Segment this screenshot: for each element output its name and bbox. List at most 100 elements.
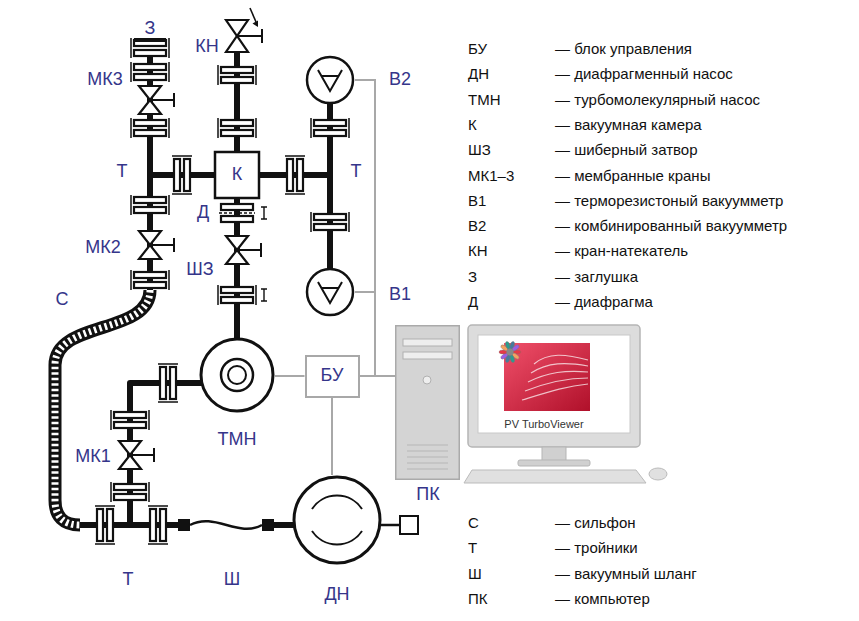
vacuum-hose [190,521,262,529]
pump-circle [294,477,380,563]
valve-handle [150,238,174,252]
blank-cap [134,38,166,42]
flange-clamp [311,212,349,232]
flange-clamp [111,482,149,502]
vent-slot [407,450,448,451]
flange [131,270,169,290]
logo-streak [531,364,588,373]
flange-plate [174,159,180,191]
flange [131,62,169,82]
diaphragm-pump: ДН [292,475,382,565]
flange [148,506,168,544]
flange-clamp [131,270,169,290]
node-outline [395,325,460,480]
part-label: Д [197,203,209,223]
flange-clamp [131,195,169,215]
flange-plate [134,50,166,56]
key-description: — тройники [555,540,638,557]
vent-slot [407,444,448,445]
flange-clamp [148,506,168,544]
membrane-valve [119,441,154,469]
membrane-valve [139,231,174,259]
diaphragm-plate [221,204,253,210]
vent-slot [407,462,448,463]
key-abbreviation: КН [468,243,488,260]
flange [95,506,115,544]
part-label: Т [117,162,128,182]
flange [131,195,169,215]
valve-handle [237,29,262,43]
flange-plate [107,509,113,541]
node-label: ТМН [218,430,257,450]
flange-plate [221,120,253,126]
flange-plate [134,282,166,288]
mouse [649,468,667,480]
flange-clamp [218,285,256,305]
signal-wire [331,398,333,476]
computer: ПК [395,325,460,480]
flange-clamp [95,506,115,544]
flange-plate [114,494,146,500]
key-abbreviation: ТМН [468,91,501,108]
part-label: МК1 [75,447,111,467]
logo-streak [525,378,588,391]
signal-wire [275,375,305,377]
node-outline [305,267,355,317]
flange [131,118,169,138]
flange-plate [114,422,146,428]
monitor-screen [478,335,630,433]
leak-arrow [250,8,256,22]
flange-clamp [131,62,169,82]
leak-arrow-head [253,21,259,28]
flange-plate [221,287,253,293]
gauge-circle [307,269,353,315]
flange-plate [314,214,346,220]
drive-bay [403,352,452,359]
key-description: — турбомолекулярный насос [555,91,760,108]
valve-handle [237,243,261,257]
signal-wire [355,80,375,376]
clamp-mark [261,207,267,219]
vent-slot [407,456,448,457]
flange-plate [160,509,166,541]
valve-triangle [226,236,248,250]
leak-valve-triangle [226,20,248,36]
key-description: — диафрагменный насос [555,66,733,83]
flange [111,410,149,430]
valve-triangle [139,231,161,245]
software-logo [504,343,590,411]
logo-hub [507,349,514,356]
key-abbreviation: Ш [468,565,482,582]
flange-plate [134,74,166,80]
flange-clamp [158,364,178,402]
monitor-base [518,460,590,466]
monitor-frame [468,325,640,447]
node-label: БУ [321,366,344,386]
key-abbreviation: В1 [468,193,486,210]
pc-tower [396,326,460,480]
flange-clamp [285,156,305,194]
flange-plate [314,130,346,136]
key-abbreviation: В2 [468,218,486,235]
flange-plate [221,130,253,136]
part-label: С [56,290,69,310]
flange [311,118,349,138]
key-abbreviation: МК1–3 [468,167,514,184]
flange-plate [134,207,166,213]
flange-clamp [218,65,256,85]
logo-streak [528,371,588,382]
monitor-stand [542,447,566,461]
pump-circle [201,339,273,411]
part-label: К [232,165,243,185]
bellows [55,290,150,525]
flange-plate [287,159,293,191]
flange-plate [134,120,166,126]
key-description: — компьютер [555,591,650,608]
key-abbreviation: Т [468,540,477,557]
vacuum-pipe [130,383,215,525]
flange-clamp [218,118,256,138]
pump-symbol [312,531,362,544]
flange-plate [221,297,253,303]
valve-triangle [139,245,161,259]
